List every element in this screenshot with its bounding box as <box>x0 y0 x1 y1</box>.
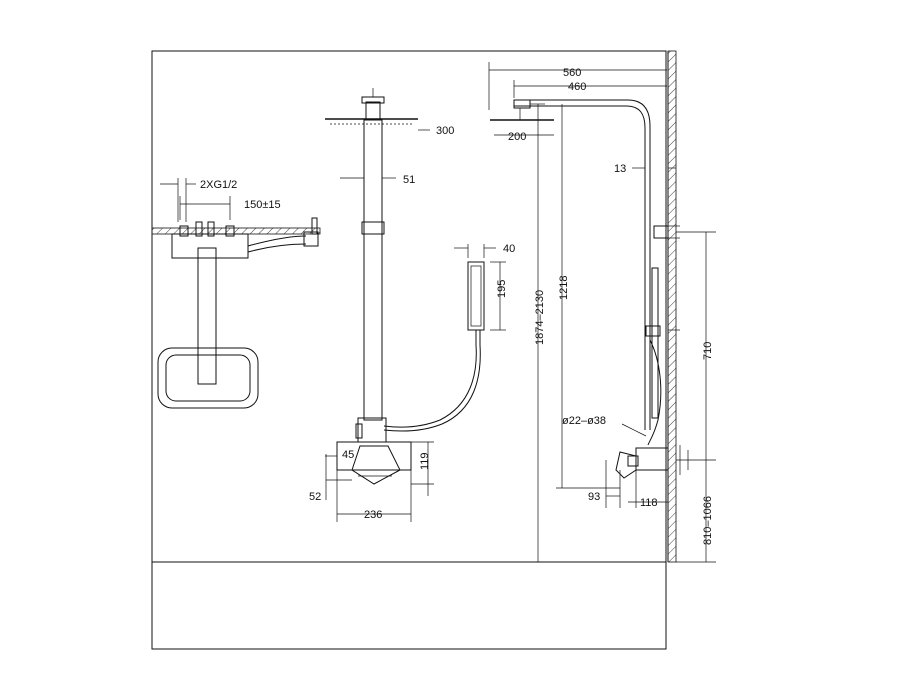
total-projection-label: 560 <box>563 67 581 79</box>
overall-height-label: 1874–2130 <box>534 290 546 345</box>
connection-height-label: 810–1066 <box>702 496 714 545</box>
top-view: 2XG1/2 150±15 <box>151 178 321 409</box>
spacing-label: 150±15 <box>244 199 281 211</box>
wall-gap-label: 13 <box>614 163 626 175</box>
drawing-frame <box>151 50 667 650</box>
handshower-width-label: 40 <box>503 243 515 255</box>
arm-projection-label: 460 <box>568 81 586 93</box>
head-depth-label: 200 <box>508 131 526 143</box>
diameter-range-label: ø22–ø38 <box>562 415 606 427</box>
valve-width-label: 236 <box>364 509 382 521</box>
riser-height-label: 1218 <box>558 276 570 300</box>
side-view: 560 460 200 13 1874–2130 <box>488 50 716 563</box>
valve-depth-label: 52 <box>309 491 321 503</box>
slide-range-label: 710 <box>702 342 714 360</box>
valve-clearance-label: 93 <box>588 491 600 503</box>
valve-offset-label: 45 <box>342 449 354 461</box>
head-width-label: 300 <box>436 125 454 137</box>
front-view: 300 51 40 195 45 119 <box>309 88 515 522</box>
valve-projection-label: 118 <box>640 497 658 509</box>
inlet-label: 2XG1/2 <box>200 179 237 191</box>
pipe-diameter-label: 51 <box>403 174 415 186</box>
valve-height-label: 119 <box>419 452 431 470</box>
handshower-length-label: 195 <box>496 280 508 298</box>
